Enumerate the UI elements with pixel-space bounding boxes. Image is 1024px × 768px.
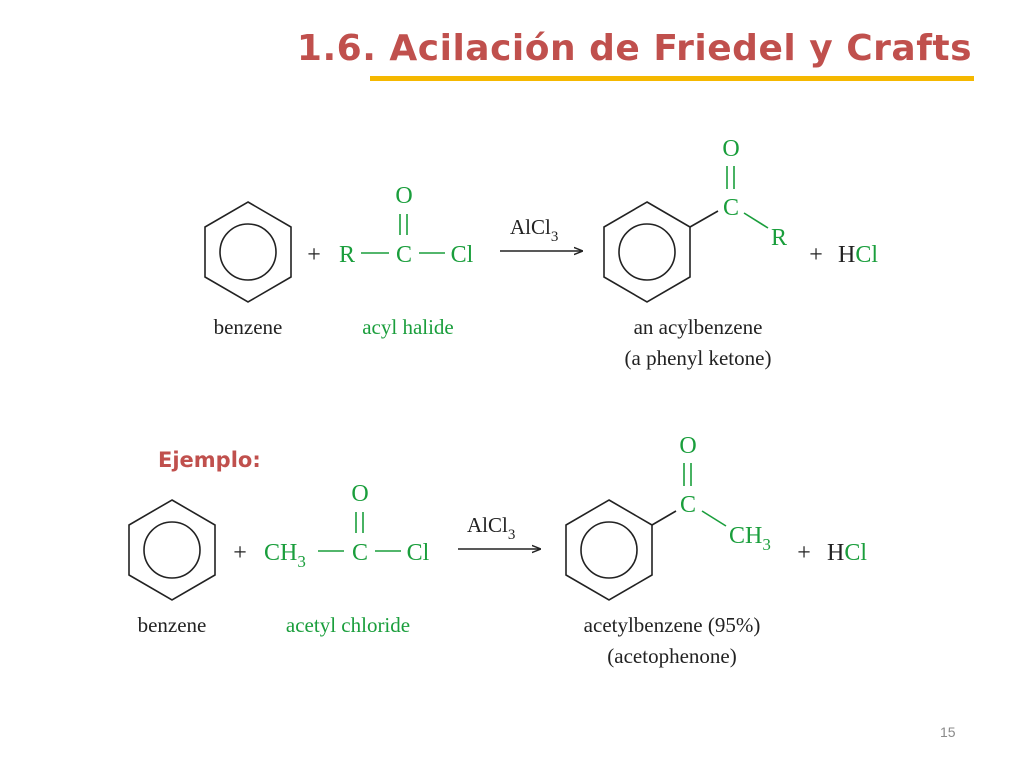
chlorine: Cl: [407, 540, 430, 566]
catalyst-label: AlCl3: [467, 513, 515, 543]
carbon-r-bond: [743, 212, 769, 229]
plus-sign: +: [809, 242, 823, 268]
title-underline: [370, 76, 974, 81]
product-carbonyl-oxygen: O: [722, 136, 739, 162]
hcl-byproduct: HCl: [827, 540, 867, 566]
methyl-group: CH3: [264, 540, 306, 571]
carbonyl-carbon: C: [396, 242, 412, 268]
carbonyl-oxygen: O: [395, 183, 412, 209]
r-group: R: [339, 242, 355, 268]
carbonyl-oxygen: O: [351, 481, 368, 507]
general-reaction: + R C Cl O AlCl3 C O R + HCl benzene: [204, 136, 878, 370]
plus-sign: +: [233, 540, 247, 566]
benzene-label: benzene: [138, 613, 207, 637]
product-label: an acylbenzene: [634, 315, 763, 339]
product-r-group: R: [771, 225, 787, 251]
benzene-ring-reactant: [204, 201, 292, 303]
page-number: 15: [940, 724, 956, 740]
acyl-halide-label: acyl halide: [362, 315, 454, 339]
benzene-label: benzene: [214, 315, 283, 339]
product-carbonyl-carbon: C: [680, 492, 696, 518]
product-sublabel: (acetophenone): [607, 644, 736, 668]
catalyst-label: AlCl3: [510, 215, 558, 245]
carbonyl-carbon: C: [352, 540, 368, 566]
ring-carbon-bond: [689, 210, 719, 228]
plus-sign: +: [797, 540, 811, 566]
benzene-ring-reactant: [128, 499, 216, 601]
acetyl-chloride-label: acetyl chloride: [286, 613, 410, 637]
ring-carbon-bond: [651, 510, 677, 526]
benzene-ring-product: [565, 499, 653, 601]
product-label: acetylbenzene (95%): [584, 613, 761, 637]
product-sublabel: (a phenyl ketone): [625, 346, 772, 370]
hcl-byproduct: HCl: [838, 242, 878, 268]
product-methyl-group: CH3: [729, 523, 771, 554]
benzene-ring-product: [603, 201, 691, 303]
acyl-halide-structure: R C Cl O: [339, 183, 474, 268]
plus-sign: +: [307, 242, 321, 268]
acetyl-chloride-structure: CH3 C Cl O: [264, 481, 430, 571]
example-reaction: + CH3 C Cl O AlCl3 C O CH3 + HCl ben: [128, 433, 867, 668]
product-carbonyl-oxygen: O: [679, 433, 696, 459]
slide-title: 1.6. Acilación de Friedel y Crafts: [296, 28, 972, 69]
chlorine: Cl: [451, 242, 474, 268]
product-carbonyl-carbon: C: [723, 195, 739, 221]
example-label: Ejemplo:: [158, 448, 261, 472]
carbon-methyl-bond: [701, 510, 727, 527]
